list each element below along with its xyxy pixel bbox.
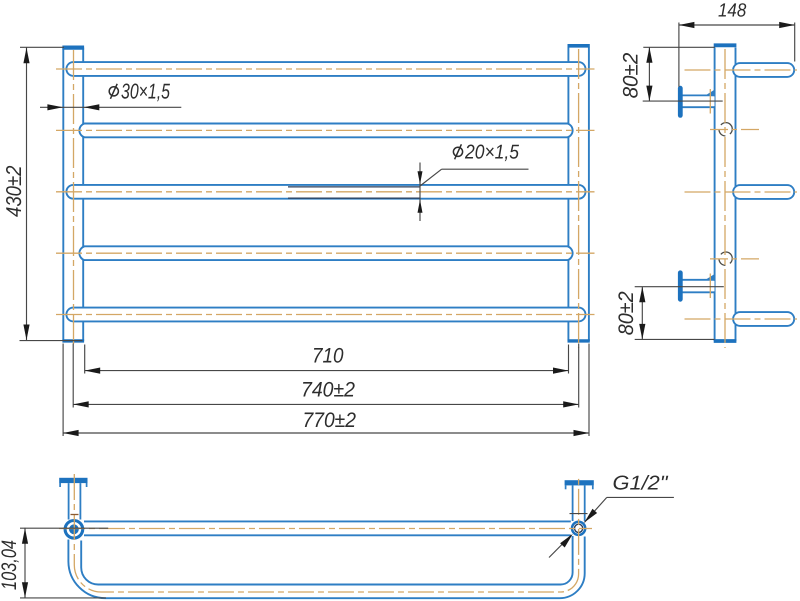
svg-text:80±2: 80±2: [615, 291, 638, 335]
svg-text:G1/2": G1/2": [613, 473, 669, 495]
svg-text:430±2: 430±2: [2, 165, 26, 217]
svg-text:30×1,5: 30×1,5: [121, 80, 171, 104]
svg-text:710: 710: [312, 345, 344, 368]
svg-text:148: 148: [718, 1, 747, 22]
svg-text:740±2: 740±2: [301, 379, 355, 402]
svg-text:80±2: 80±2: [620, 52, 643, 98]
svg-text:770±2: 770±2: [303, 409, 357, 432]
svg-text:103,04: 103,04: [0, 540, 21, 590]
svg-text:20×1,5: 20×1,5: [464, 142, 520, 164]
